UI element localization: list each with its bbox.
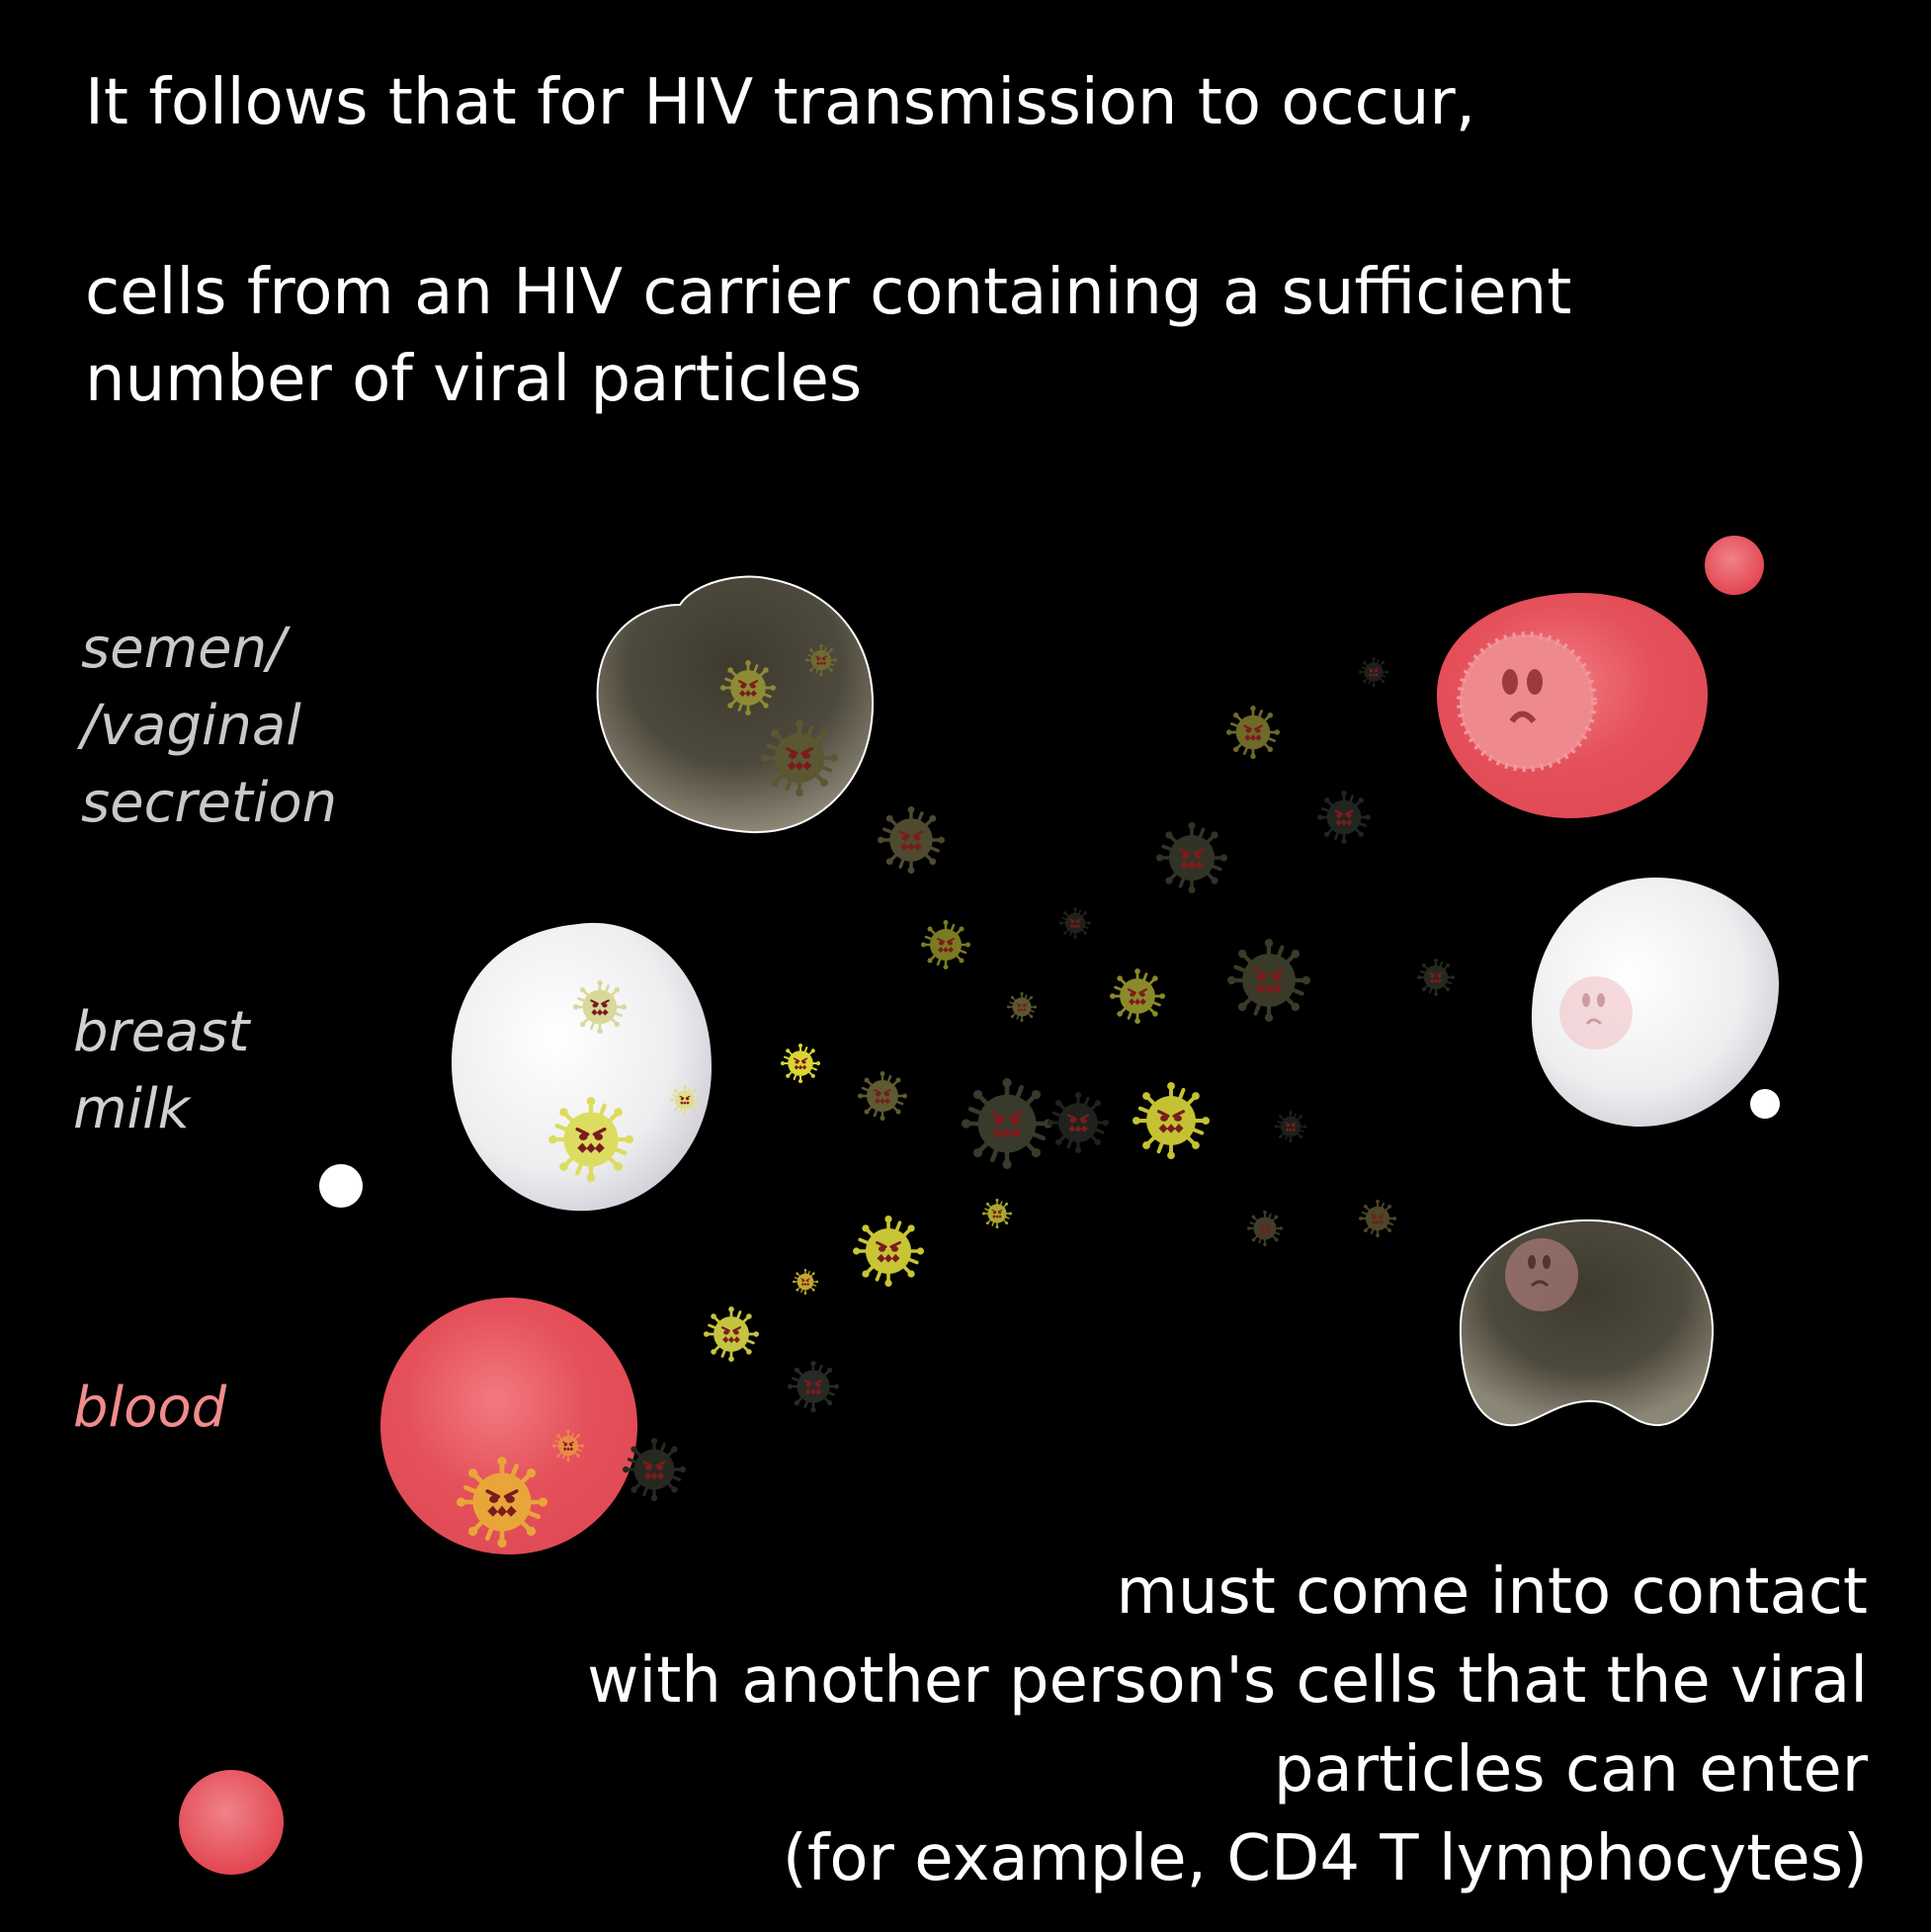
contact-line-1: must come into contact [1116,1555,1868,1629]
virus-icon [1247,1211,1283,1246]
label-milk-line-2: milk [73,1077,191,1141]
contact-line-4: (for example, CD4 T lymphocytes) [782,1822,1868,1895]
virus-icon [670,1085,700,1115]
virus-icon [1417,959,1455,996]
cd4-lymphocyte-icon [1559,976,1633,1050]
virus-icon [788,1361,839,1412]
small-white-cell [1750,1089,1780,1119]
label-breast-milk: breast milk [73,994,249,1148]
carrier-text: cells from an HIV carrier containing a s… [85,249,1571,423]
virus-icon [1359,657,1388,687]
small-red-cell [179,1770,284,1875]
virus-icon [1156,822,1227,893]
semen-cell [596,575,874,834]
virus-icon [704,1306,759,1362]
blood-cell [380,1298,637,1554]
virus-icon [1133,1082,1210,1159]
virus-icon [793,1269,818,1295]
carrier-line-2: number of viral particles [85,343,863,416]
target-semen-cell [1459,1218,1715,1427]
virus-icon [858,1071,907,1121]
virus-icon [1317,791,1371,844]
virus-icon [457,1457,547,1548]
label-blood: blood [73,1370,226,1447]
label-blood-line-1: blood [73,1376,227,1440]
virus-icon [552,1430,584,1462]
cd4-lymphocyte-icon [1457,631,1597,772]
virus-icon [982,1199,1012,1228]
cd4-lymphocyte-icon [1505,1238,1578,1311]
carrier-line-1: cells from an HIV carrier containing a s… [85,256,1572,329]
contact-line-2: with another person's cells that the vir… [587,1644,1868,1718]
small-white-cell [319,1164,363,1208]
virus-icon [781,1044,820,1083]
virus-icon [720,660,776,715]
virus-icon [1359,1200,1396,1237]
label-semen-line-2: /vaginal [81,694,301,758]
virus-icon [878,806,945,874]
target-milk-cell [1531,878,1779,1127]
small-red-cell [1705,536,1764,595]
virus-icon [805,644,837,676]
label-semen-line-1: semen/ [81,617,286,681]
label-semen-vaginal-secretion: semen/ /vaginal secretion [81,611,337,842]
label-semen-line-3: secretion [81,771,338,835]
virus-icon [1227,939,1310,1022]
virus-icon [548,1097,633,1182]
virus-icon [1048,1092,1109,1153]
virus-icon [573,980,627,1034]
virus-icon [1007,992,1037,1022]
contact-text: must come into contact with another pers… [587,1548,1868,1903]
virus-icon [853,1216,924,1287]
breast-milk-cell [451,922,712,1212]
virus-icon [921,920,970,969]
virus-icon [1275,1111,1306,1142]
virus-icon [1110,968,1165,1024]
intro-text: It follows that for HIV transmission to … [85,66,1476,139]
virus-icon [962,1078,1052,1169]
virus-icon [623,1438,686,1501]
label-milk-line-1: breast [73,1000,250,1064]
contact-line-3: particles can enter [1273,1733,1868,1806]
virus-icon [761,719,838,797]
virus-icon [1059,907,1091,939]
virus-icon [1226,706,1280,759]
target-red-cell [1436,593,1709,818]
